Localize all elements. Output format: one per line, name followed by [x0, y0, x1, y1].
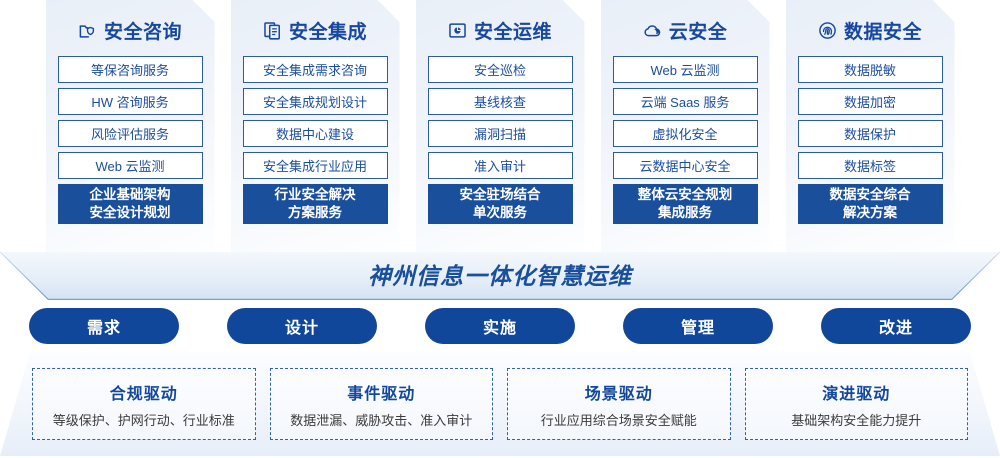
driver-subtitle: 数据泄漏、威胁攻击、准入审计 — [290, 412, 473, 428]
driver-title: 合规驱动 — [109, 385, 178, 403]
driver-title: 演进驱动 — [822, 385, 891, 403]
service-item[interactable]: 等保咨询服务 — [58, 56, 203, 83]
highlight-line-1: 安全驻场结合 — [459, 187, 541, 203]
pill-design[interactable]: 设计 — [227, 308, 377, 344]
column-highlight[interactable]: 行业安全解决 方案服务 — [243, 184, 388, 224]
column-items: Web 云监测 云端 Saas 服务 虚拟化安全 云数据中心安全 整体云安全规划… — [601, 56, 770, 235]
service-column-data-security[interactable]: 数据安全 数据脱敏 数据加密 数据保护 数据标签 数据安全综合 解决方案 — [786, 0, 955, 252]
documents-copy-icon — [263, 21, 282, 40]
service-column-security-integration[interactable]: 安全集成 安全集成需求咨询 安全集成规划设计 数据中心建设 安全集成行业应用 行… — [231, 0, 400, 252]
highlight-line-2: 单次服务 — [473, 205, 527, 220]
column-header: 安全集成 — [231, 0, 400, 56]
service-column-cloud-security[interactable]: 云安全 Web 云监测 云端 Saas 服务 虚拟化安全 云数据中心安全 整体云… — [601, 0, 770, 252]
service-item[interactable]: Web 云监测 — [58, 152, 203, 179]
column-highlight[interactable]: 整体云安全规划 集成服务 — [613, 184, 758, 224]
cloud-icon — [643, 21, 662, 40]
column-header: 云安全 — [601, 0, 770, 56]
highlight-line-1: 企业基础架构 — [89, 187, 171, 203]
column-items: 数据脱敏 数据加密 数据保护 数据标签 数据安全综合 解决方案 — [786, 56, 955, 235]
service-item[interactable]: 云数据中心安全 — [613, 152, 758, 179]
driver-title: 事件驱动 — [347, 385, 416, 403]
service-column-security-operations[interactable]: 安全运维 安全巡检 基线核查 漏洞扫描 准入审计 安全驻场结合 单次服务 — [416, 0, 585, 252]
service-item[interactable]: 风险评估服务 — [58, 120, 203, 147]
service-item[interactable]: 安全巡检 — [428, 56, 573, 83]
highlight-line-1: 行业安全解决 — [274, 187, 356, 203]
service-item[interactable]: Web 云监测 — [613, 56, 758, 83]
platform-title: 神州信息一体化智慧运维 — [368, 263, 632, 289]
service-item[interactable]: 数据加密 — [798, 88, 943, 115]
service-item[interactable]: HW 咨询服务 — [58, 88, 203, 115]
driver-subtitle: 行业应用综合场景安全赋能 — [540, 412, 697, 428]
pill-management[interactable]: 管理 — [623, 308, 773, 344]
column-header: 安全运维 — [416, 0, 585, 56]
pill-requirement[interactable]: 需求 — [29, 308, 179, 344]
column-title: 数据安全 — [843, 21, 922, 43]
driver-subtitle: 基础架构安全能力提升 — [791, 412, 922, 428]
drivers-base-shape — [0, 352, 1000, 456]
service-column-security-consulting[interactable]: 安全咨询 等保咨询服务 HW 咨询服务 风险评估服务 Web 云监测 企业基础架… — [46, 0, 215, 252]
service-item[interactable]: 云端 Saas 服务 — [613, 88, 758, 115]
column-title: 云安全 — [668, 21, 728, 43]
service-item[interactable]: 准入审计 — [428, 152, 573, 179]
column-title: 安全集成 — [288, 21, 367, 43]
driver-title: 场景驱动 — [584, 385, 653, 403]
lifecycle-pills: 需求 设计 实施 管理 改进 — [0, 308, 1000, 344]
column-header: 数据安全 — [786, 0, 955, 56]
driver-compliance[interactable]: 合规驱动 等级保护、护网行动、行业标准 — [32, 368, 256, 440]
service-item[interactable]: 数据中心建设 — [243, 120, 388, 147]
highlight-line-1: 整体云安全规划 — [637, 187, 733, 203]
drivers-row: 合规驱动 等级保护、护网行动、行业标准 事件驱动 数据泄漏、威胁攻击、准入审计 … — [0, 352, 1000, 456]
column-highlight[interactable]: 企业基础架构 安全设计规划 — [58, 184, 203, 224]
service-item[interactable]: 基线核查 — [428, 88, 573, 115]
column-title: 安全咨询 — [103, 21, 182, 43]
folder-shield-icon — [78, 21, 97, 40]
column-items: 安全集成需求咨询 安全集成规划设计 数据中心建设 安全集成行业应用 行业安全解决… — [231, 56, 400, 235]
column-highlight[interactable]: 数据安全综合 解决方案 — [798, 184, 943, 224]
folder-chart-icon — [448, 21, 467, 40]
column-items: 等保咨询服务 HW 咨询服务 风险评估服务 Web 云监测 企业基础架构 安全设… — [46, 56, 215, 235]
driver-incident[interactable]: 事件驱动 数据泄漏、威胁攻击、准入审计 — [269, 368, 493, 440]
pill-improvement[interactable]: 改进 — [821, 308, 971, 344]
column-header: 安全咨询 — [46, 0, 215, 56]
service-item[interactable]: 虚拟化安全 — [613, 120, 758, 147]
highlight-line-2: 解决方案 — [843, 205, 897, 220]
column-title: 安全运维 — [473, 21, 552, 43]
highlight-line-2: 方案服务 — [288, 205, 342, 220]
fingerprint-icon — [818, 21, 837, 40]
driver-subtitle: 等级保护、护网行动、行业标准 — [52, 412, 235, 428]
pill-implementation[interactable]: 实施 — [425, 308, 575, 344]
service-item[interactable]: 数据保护 — [798, 120, 943, 147]
highlight-line-2: 集成服务 — [658, 205, 712, 220]
column-items: 安全巡检 基线核查 漏洞扫描 准入审计 安全驻场结合 单次服务 — [416, 56, 585, 235]
service-item[interactable]: 数据脱敏 — [798, 56, 943, 83]
driver-evolution[interactable]: 演进驱动 基础架构安全能力提升 — [744, 368, 968, 440]
highlight-line-2: 安全设计规划 — [89, 205, 171, 220]
platform-banner: 神州信息一体化智慧运维 — [0, 252, 1000, 300]
service-item[interactable]: 安全集成规划设计 — [243, 88, 388, 115]
highlight-line-1: 数据安全综合 — [829, 187, 911, 203]
column-highlight[interactable]: 安全驻场结合 单次服务 — [428, 184, 573, 224]
service-item[interactable]: 安全集成需求咨询 — [243, 56, 388, 83]
service-columns: 安全咨询 等保咨询服务 HW 咨询服务 风险评估服务 Web 云监测 企业基础架… — [0, 0, 1000, 252]
driver-scenario[interactable]: 场景驱动 行业应用综合场景安全赋能 — [507, 368, 731, 440]
service-item[interactable]: 安全集成行业应用 — [243, 152, 388, 179]
service-item[interactable]: 数据标签 — [798, 152, 943, 179]
service-item[interactable]: 漏洞扫描 — [428, 120, 573, 147]
